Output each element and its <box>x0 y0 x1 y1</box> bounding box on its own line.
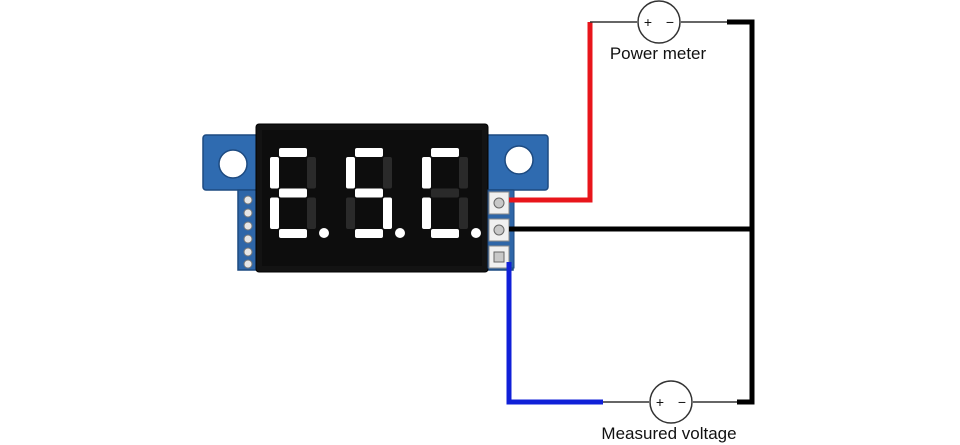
ground-wire-rail <box>727 19 755 405</box>
power-meter-source: + − <box>637 0 681 44</box>
decimal-point <box>395 228 405 238</box>
segment-c <box>459 197 468 229</box>
segment-d <box>431 229 459 238</box>
power-meter-label: Power meter <box>610 44 707 63</box>
pin-signal <box>488 245 510 269</box>
segment-c <box>383 197 392 229</box>
segment-f <box>346 157 355 189</box>
segment-g <box>279 188 307 198</box>
measured-voltage-label: Measured voltage <box>601 424 736 443</box>
power-meter-circle <box>637 0 681 44</box>
left-mounting-tab <box>202 134 264 191</box>
segment-b <box>383 157 392 189</box>
voltmeter-module <box>202 123 549 273</box>
power-meter-plus: + <box>644 14 652 30</box>
measured-voltage-circle <box>649 380 693 424</box>
segment-f <box>422 157 431 189</box>
right-mounting-tab <box>477 134 549 191</box>
segment-a <box>355 148 383 157</box>
segment-b <box>307 157 316 189</box>
measured-voltage-source: + − <box>649 380 693 424</box>
decimal-point <box>471 228 481 238</box>
segment-a <box>431 148 459 157</box>
decimal-point <box>319 228 329 238</box>
segment-f <box>270 157 279 189</box>
segment-e <box>346 197 355 229</box>
seven-segment-digits <box>270 148 481 238</box>
digit-2 <box>346 148 405 238</box>
pin-ground <box>488 218 510 242</box>
segment-e <box>422 197 431 229</box>
segment-g <box>431 188 459 198</box>
pin-power <box>488 191 510 215</box>
power-wire <box>509 22 593 203</box>
connector-pins <box>487 189 515 269</box>
segment-b <box>459 157 468 189</box>
digit-1 <box>270 148 329 238</box>
signal-wire <box>506 262 603 405</box>
segment-d <box>355 229 383 238</box>
power-meter-minus: − <box>666 14 674 30</box>
segment-a <box>279 148 307 157</box>
segment-e <box>270 197 279 229</box>
segment-g <box>355 188 383 198</box>
measured-voltage-minus: − <box>678 394 686 410</box>
measured-voltage-plus: + <box>656 394 664 410</box>
segment-c <box>307 197 316 229</box>
left-edge-pads <box>243 195 253 269</box>
digit-3 <box>422 148 481 238</box>
segment-d <box>279 229 307 238</box>
